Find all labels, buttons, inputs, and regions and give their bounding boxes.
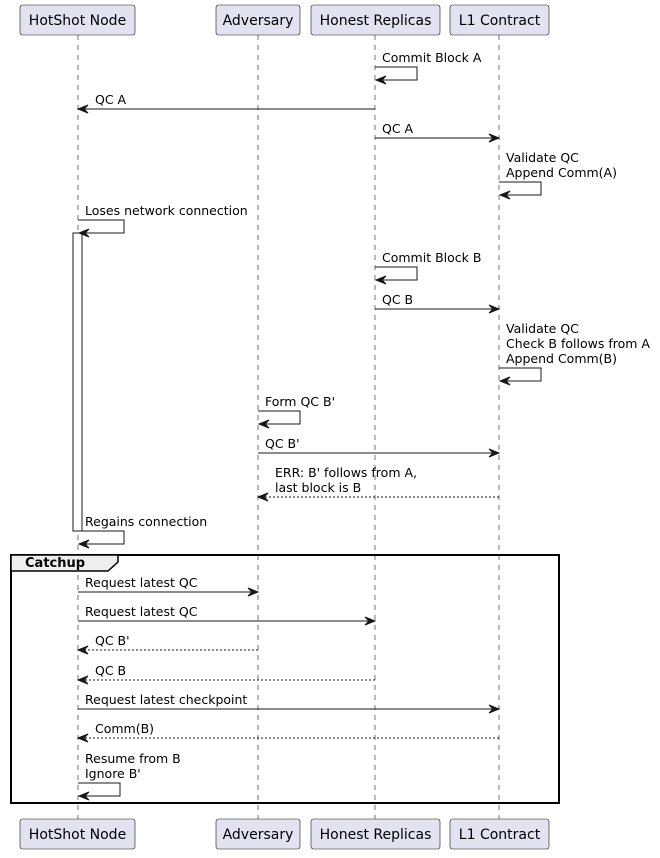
participant-l1-bottom[interactable]: L1 Contract — [449, 818, 550, 850]
message-15[interactable]: QC B — [76, 663, 375, 685]
message-label: Form QC B' — [265, 394, 335, 409]
group-catchup: Catchup — [10, 554, 560, 804]
message-label: Request latest QC — [85, 604, 198, 619]
participant-label: L1 Contract — [459, 13, 541, 29]
message-4[interactable]: Loses network connection — [77, 203, 248, 238]
message-6[interactable]: QC B — [375, 292, 501, 314]
message-label: Append Comm(A) — [506, 165, 617, 180]
message-label: last block is B — [275, 480, 361, 495]
participant-hr-top[interactable]: Honest Replicas — [310, 4, 441, 36]
message-14[interactable]: QC B' — [76, 633, 258, 655]
message-11[interactable]: Regains connection — [77, 514, 207, 549]
message-label: QC B' — [265, 436, 300, 451]
message-label: Resume from B — [85, 751, 181, 766]
message-17[interactable]: Comm(B) — [76, 721, 499, 743]
message-label: Comm(B) — [95, 721, 154, 736]
message-label: QC A — [382, 121, 414, 136]
group-label: Catchup — [25, 556, 85, 571]
participant-label: L1 Contract — [459, 827, 541, 843]
participant-label: HotShot Node — [29, 827, 126, 843]
message-label: QC B — [382, 292, 413, 307]
message-label: Validate QC — [506, 150, 579, 165]
participant-label: Adversary — [223, 827, 294, 843]
participant-label: HotShot Node — [29, 13, 126, 29]
message-0[interactable]: Commit Block A — [374, 50, 482, 85]
participant-label: Honest Replicas — [320, 13, 432, 29]
message-label: Commit Block A — [382, 50, 482, 65]
message-label: Check B follows from A — [506, 336, 650, 351]
message-label: Ignore B' — [85, 766, 141, 781]
participant-node-top[interactable]: HotShot Node — [19, 4, 136, 36]
message-1[interactable]: QC A — [76, 92, 375, 114]
participant-hr-bottom[interactable]: Honest Replicas — [310, 818, 441, 850]
message-12[interactable]: Request latest QC — [78, 575, 260, 597]
message-label: ERR: B' follows from A, — [275, 465, 417, 480]
participant-node-bottom[interactable]: HotShot Node — [19, 818, 136, 850]
message-5[interactable]: Commit Block B — [374, 250, 481, 285]
message-label: Validate QC — [506, 321, 579, 336]
activation-bar — [72, 232, 83, 532]
message-label: QC B' — [95, 633, 130, 648]
message-10[interactable]: ERR: B' follows from A,last block is B — [256, 465, 499, 502]
message-9[interactable]: QC B' — [258, 436, 501, 458]
message-16[interactable]: Request latest checkpoint — [78, 692, 501, 714]
message-label: Request latest QC — [85, 575, 198, 590]
message-label: QC B — [95, 663, 126, 678]
message-8[interactable]: Form QC B' — [257, 394, 335, 429]
message-label: Commit Block B — [382, 250, 481, 265]
message-label: Regains connection — [85, 514, 207, 529]
participant-label: Honest Replicas — [320, 827, 432, 843]
message-2[interactable]: QC A — [375, 121, 501, 143]
participant-label: Adversary — [223, 13, 294, 29]
message-label: Loses network connection — [85, 203, 248, 218]
message-13[interactable]: Request latest QC — [78, 604, 377, 626]
message-label: Append Comm(B) — [506, 351, 617, 366]
participant-adv-bottom[interactable]: Adversary — [215, 818, 301, 850]
message-label: Request latest checkpoint — [85, 692, 247, 707]
message-label: QC A — [95, 92, 127, 107]
participant-l1-top[interactable]: L1 Contract — [449, 4, 550, 36]
participant-adv-top[interactable]: Adversary — [215, 4, 301, 36]
